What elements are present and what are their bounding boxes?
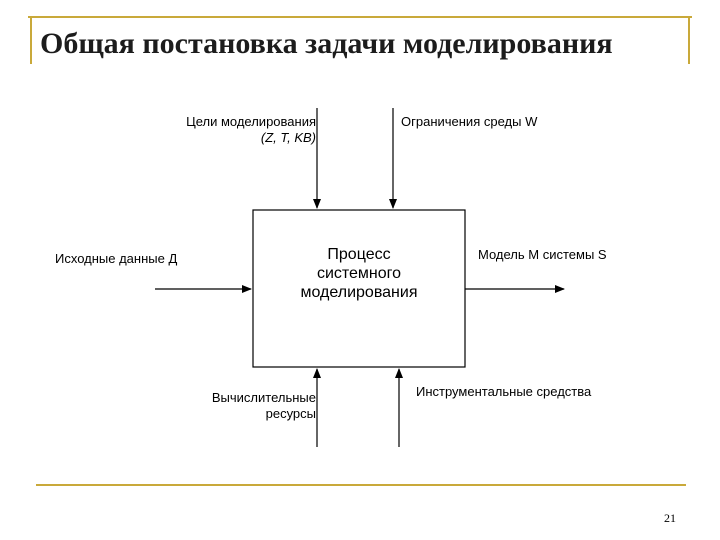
- right-frame-line: [688, 16, 690, 64]
- process-label: Процесс системного моделирования: [253, 245, 465, 302]
- output-label: Модель M системы S: [478, 247, 607, 262]
- resources-label: Вычислительные ресурсы: [170, 390, 316, 422]
- resources-label-line1: Вычислительные: [211, 390, 316, 405]
- top-frame-line: [28, 16, 692, 18]
- goals-label-line1: Цели моделирования: [186, 114, 316, 129]
- bottom-frame-line: [36, 484, 686, 486]
- resources-label-line2: ресурсы: [265, 406, 316, 421]
- constraints-label: Ограничения среды W: [401, 114, 538, 129]
- tools-label: Инструментальные средства: [416, 384, 592, 399]
- goals-label: Цели моделирования (Z, T, KB): [150, 114, 316, 146]
- input-label: Исходные данные Д: [55, 251, 178, 266]
- goals-label-line2: (Z, T, KB): [260, 130, 316, 145]
- page-number: 21: [664, 511, 676, 525]
- slide-title: Общая постановка задачи моделирования: [40, 27, 613, 60]
- process-label-line1: Процесс: [327, 246, 391, 263]
- process-label-line3: моделирования: [300, 284, 418, 301]
- left-frame-line: [30, 16, 32, 64]
- process-label-line2: системного: [316, 265, 402, 282]
